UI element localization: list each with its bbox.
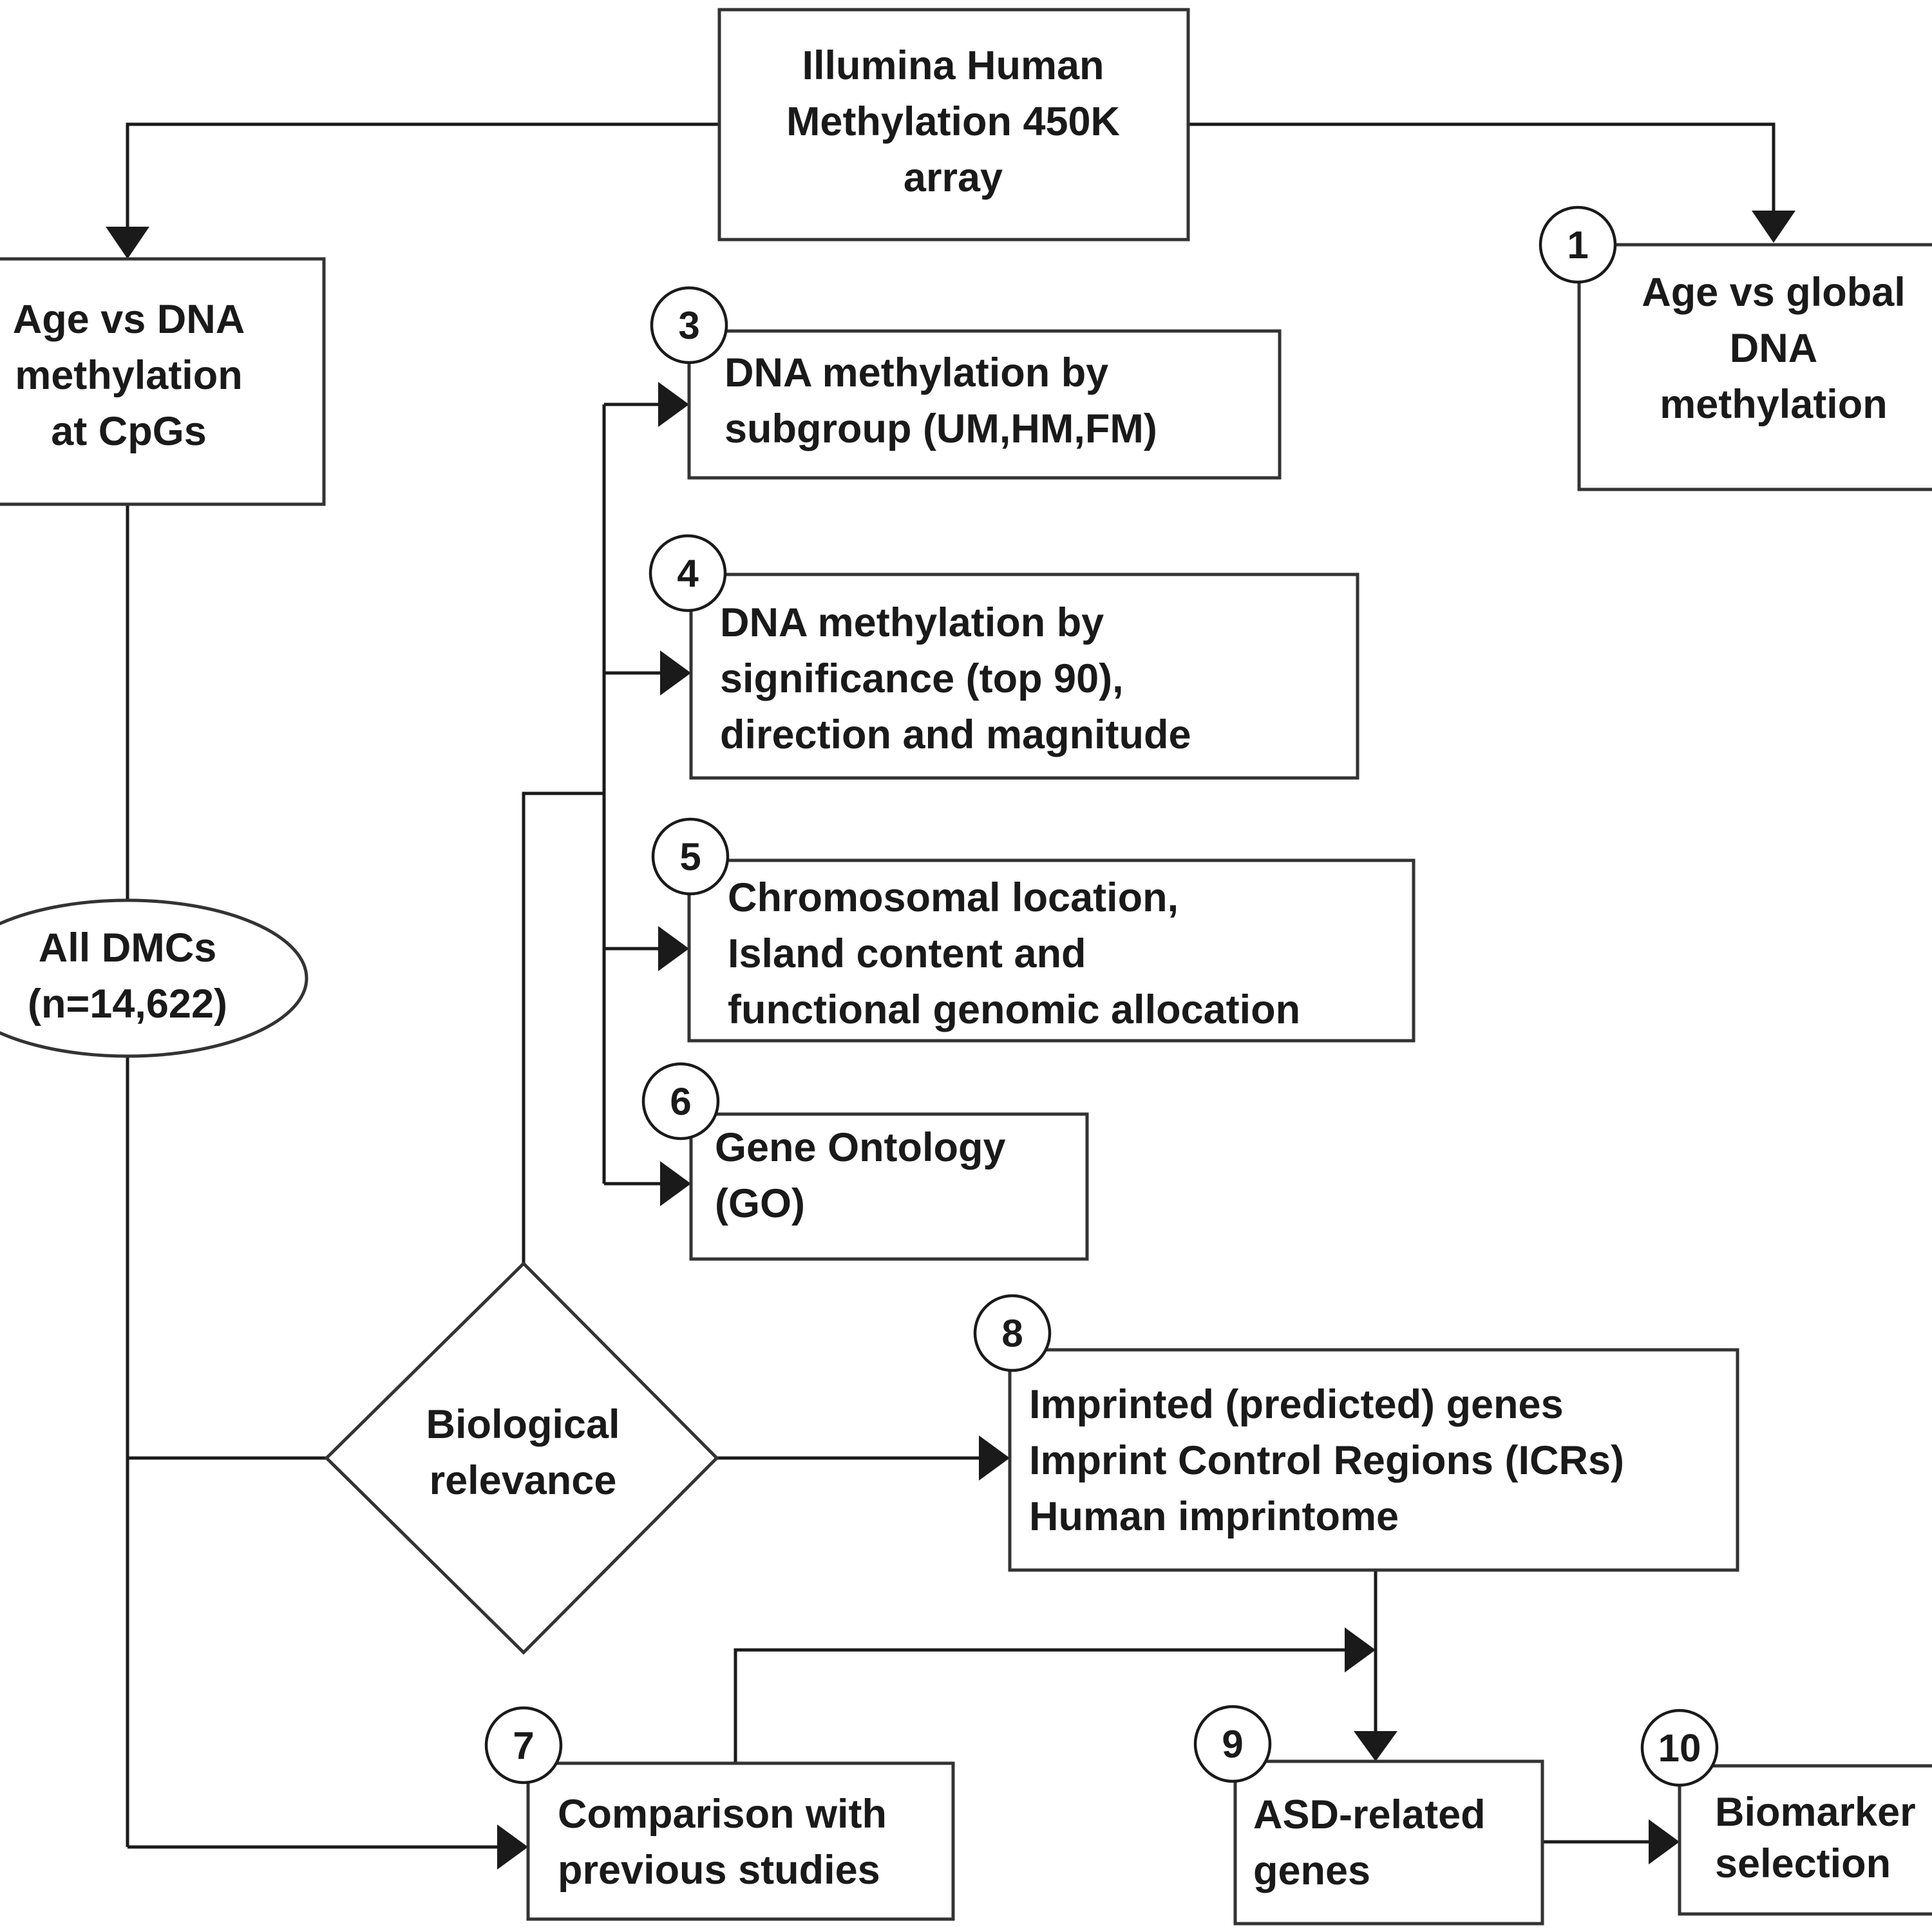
arrowhead-imprinted: [979, 1435, 1010, 1481]
node-biological-line-1: Biological: [426, 1402, 620, 1447]
connector-comparison-to-asd: [734, 1648, 1345, 1763]
arrowhead-asd: [1354, 1731, 1397, 1761]
node-comparison-line-1: Comparison with: [558, 1792, 887, 1837]
node-global-number-badge: [1539, 205, 1617, 284]
node-biomarker-box: [1678, 1764, 1932, 1916]
node-go-number-badge: [641, 1062, 720, 1141]
arrowhead-go: [660, 1161, 691, 1206]
node-go-number: 6: [670, 1080, 691, 1123]
node-significance-line-2: significance (top 90),: [720, 656, 1124, 701]
node-imprinted-number-badge: [973, 1294, 1052, 1372]
node-asd-line-1: ASD-related: [1253, 1792, 1486, 1837]
node-imprinted-box: [1008, 1348, 1739, 1572]
node-age-cpgs-line-3: at CpGs: [51, 409, 207, 454]
node-imprinted: Imprinted (predicted) genes Imprint Cont…: [973, 1294, 1739, 1572]
arrowhead-age-cpgs: [106, 227, 149, 259]
node-all-dmcs: All DMCs (n=14,622): [0, 898, 308, 1058]
node-significance-box: [689, 573, 1359, 780]
node-chromosomal-line-1: Chromosomal location,: [728, 875, 1179, 920]
node-asd: ASD-related genes 9: [1193, 1705, 1544, 1926]
node-age-cpgs-line-2: methylation: [15, 353, 243, 398]
node-go: Gene Ontology (GO) 6: [641, 1062, 1089, 1261]
node-array: Illumina Human Methylation 450K array: [717, 8, 1190, 242]
node-biomarker-number: 10: [1658, 1727, 1701, 1770]
node-global-line-1: Age vs global: [1642, 270, 1906, 315]
node-age-cpgs-line-1: Age vs DNA: [13, 297, 245, 342]
node-global-box: [1577, 243, 1932, 491]
arrowhead-subgroup: [658, 382, 689, 427]
node-subgroup-line-1: DNA methylation by: [724, 350, 1108, 395]
arrowhead-biomarker: [1649, 1819, 1680, 1864]
node-comparison-number: 7: [513, 1724, 534, 1767]
node-biomarker-number-badge: [1640, 1709, 1719, 1787]
node-comparison-box: [526, 1761, 955, 1921]
node-array-box: [717, 8, 1190, 242]
node-imprinted-line-1: Imprinted (predicted) genes: [1029, 1382, 1564, 1427]
node-comparison: Comparison with previous studies 7: [484, 1706, 955, 1921]
node-global: Age vs global DNA methylation 1: [1539, 205, 1932, 491]
node-array-line-3: array: [904, 155, 1003, 200]
node-subgroup-line-2: subgroup (UM,HM,FM): [724, 406, 1157, 451]
node-go-line-2: (GO): [715, 1181, 805, 1226]
connector-array-to-global: [1188, 122, 1776, 211]
node-biological-line-2: relevance: [430, 1458, 617, 1503]
node-significance: DNA methylation by significance (top 90)…: [649, 534, 1359, 780]
node-asd-box: [1233, 1759, 1544, 1926]
connector-array-to-age-cpgs: [126, 122, 719, 227]
node-global-number: 1: [1567, 223, 1588, 267]
node-all-dmcs-ellipse: [0, 898, 308, 1058]
arrowhead-comparison: [497, 1824, 528, 1870]
node-chromosomal-number-badge: [651, 817, 730, 896]
node-asd-line-2: genes: [1253, 1848, 1370, 1893]
node-imprinted-line-2: Imprint Control Regions (ICRs): [1029, 1438, 1624, 1483]
node-chromosomal-box: [687, 858, 1416, 1043]
node-biomarker-line-1: Biomarker: [1715, 1790, 1916, 1835]
node-subgroup-number-badge: [650, 286, 728, 365]
node-biomarker-line-2: selection: [1715, 1841, 1891, 1886]
node-asd-number-badge: [1193, 1705, 1272, 1783]
node-subgroup: DNA methylation by subgroup (UM,HM,FM) 3: [650, 286, 1282, 480]
node-all-dmcs-line-2: (n=14,622): [28, 981, 227, 1027]
node-chromosomal-line-2: Island content and: [728, 931, 1086, 976]
node-array-line-2: Methylation 450K: [786, 99, 1120, 144]
node-go-line-1: Gene Ontology: [715, 1125, 1006, 1170]
node-age-cpgs-box: [0, 257, 326, 506]
node-significance-number-badge: [649, 534, 727, 612]
connector-biological-to-bus: [522, 791, 604, 1264]
node-chromosomal: Chromosomal location, Island content and…: [651, 817, 1416, 1043]
node-chromosomal-number: 5: [679, 835, 701, 878]
node-age-cpgs: Age vs DNA methylation at CpGs: [0, 257, 326, 506]
node-global-line-2: DNA: [1730, 326, 1818, 371]
arrowhead-significance: [660, 650, 691, 696]
node-subgroup-number: 3: [678, 304, 699, 347]
node-comparison-number-badge: [484, 1706, 563, 1785]
connectors: [106, 122, 1795, 1870]
node-significance-number: 4: [677, 552, 699, 595]
arrowhead-comparison-merge: [1345, 1627, 1376, 1672]
arrowhead-global: [1752, 211, 1795, 243]
arrowhead-chromosomal: [658, 926, 689, 971]
node-imprinted-number: 8: [1001, 1312, 1023, 1355]
node-comparison-line-2: previous studies: [558, 1848, 880, 1893]
node-go-box: [689, 1112, 1089, 1261]
node-biomarker: Biomarker selection 10: [1640, 1709, 1932, 1916]
node-asd-number: 9: [1222, 1723, 1243, 1766]
node-significance-line-3: direction and magnitude: [720, 712, 1191, 757]
node-imprinted-line-3: Human imprintome: [1029, 1494, 1399, 1539]
node-global-line-3: methylation: [1660, 382, 1888, 427]
node-biological-diamond: [324, 1261, 719, 1655]
node-subgroup-box: [687, 329, 1282, 480]
node-biological: Biological relevance: [324, 1261, 719, 1655]
node-all-dmcs-line-1: All DMCs: [39, 925, 217, 971]
node-chromosomal-line-3: functional genomic allocation: [728, 987, 1300, 1032]
node-significance-line-1: DNA methylation by: [720, 600, 1104, 645]
node-array-line-1: Illumina Human: [802, 43, 1104, 88]
